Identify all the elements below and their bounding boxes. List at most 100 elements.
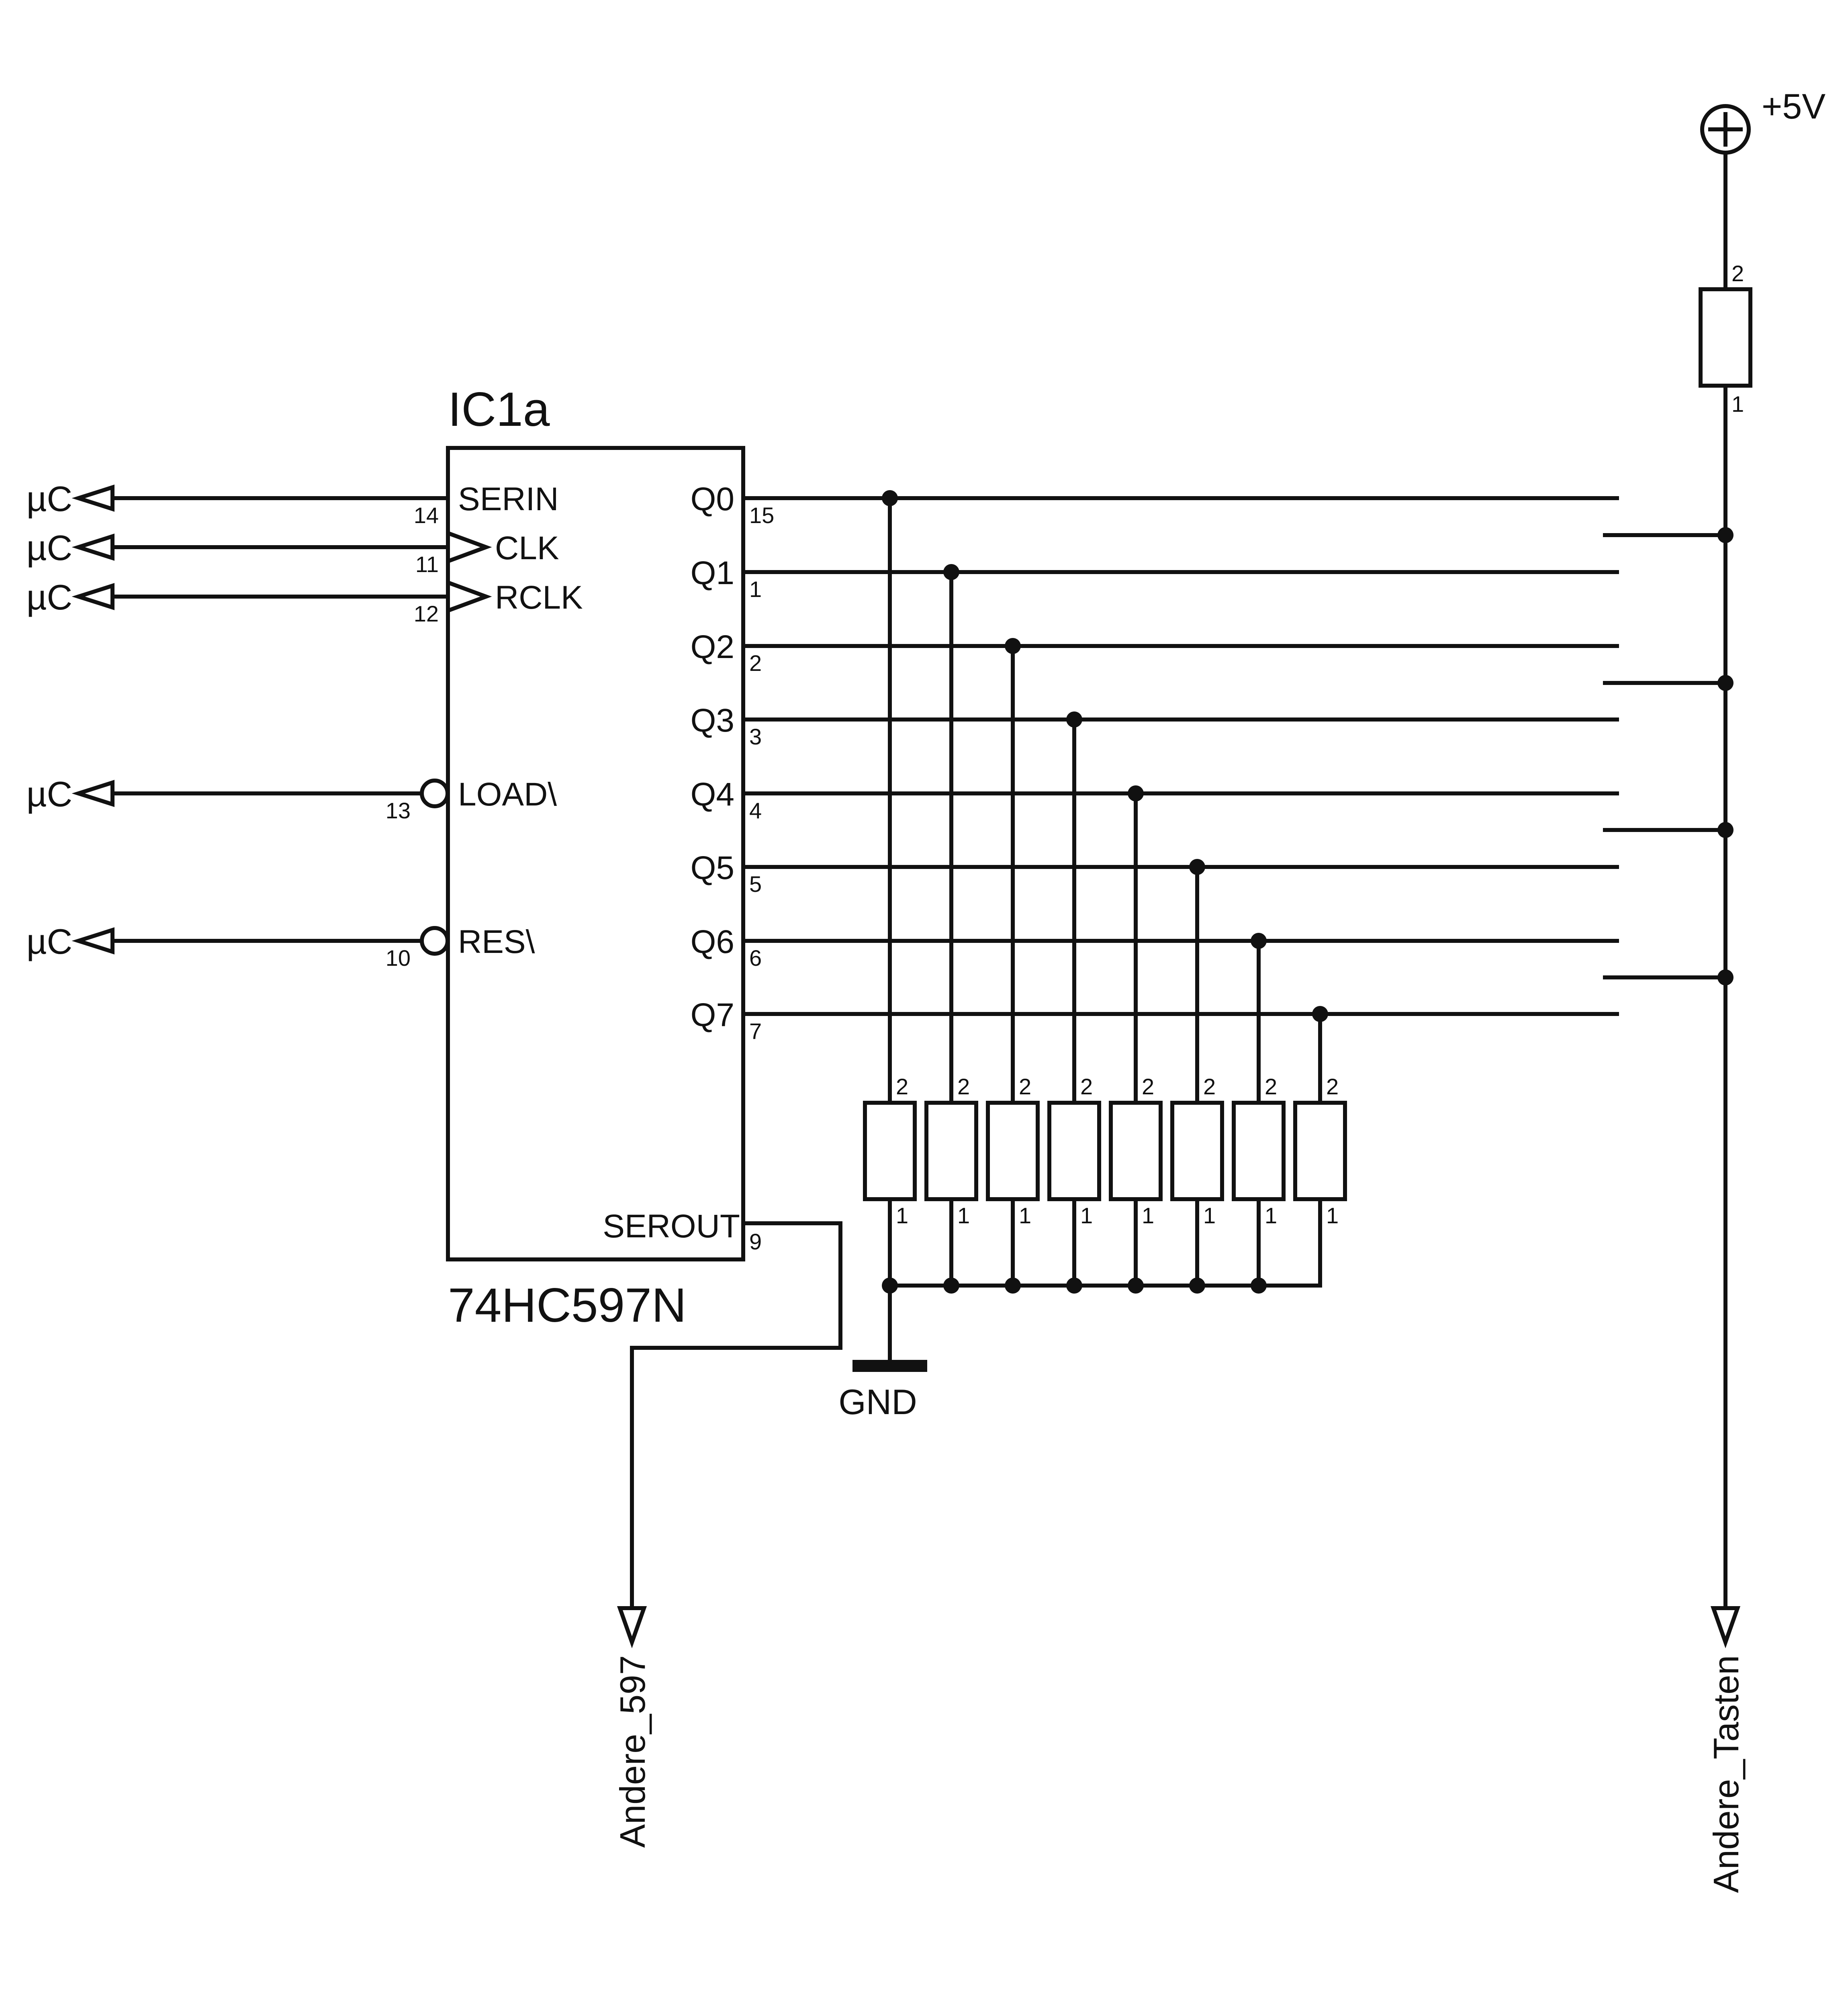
- output-q5: Q5 5: [691, 850, 1619, 897]
- resistor-pin-bottom: 1: [896, 1203, 908, 1228]
- junction-dot: [1005, 638, 1021, 654]
- pin-num-res: 10: [386, 945, 411, 971]
- pin-label-res: RES\: [458, 924, 535, 960]
- output-num: 7: [749, 1018, 762, 1044]
- resistor-body: [986, 1101, 1040, 1201]
- clock-symbol-clk: [447, 531, 492, 563]
- pullup-resistor-body: [1699, 287, 1752, 388]
- pulldown-r7: 2 1: [1232, 933, 1286, 1294]
- resistor-pin-top: 2: [896, 1074, 908, 1099]
- port-label-serin: µC: [27, 479, 72, 519]
- pin-label-rclk: RCLK: [495, 579, 583, 616]
- pullup-pin-bottom: 1: [1731, 391, 1744, 417]
- pulldown-r8: 2 1: [1293, 1006, 1347, 1288]
- resistor-pin-bottom: 1: [1203, 1203, 1216, 1228]
- junction-dot: [1717, 822, 1734, 838]
- junction-dot: [1717, 527, 1734, 543]
- output-label: Q3: [691, 702, 734, 739]
- junction-dot: [943, 564, 959, 580]
- ic-part: 74HC597N: [448, 1278, 687, 1332]
- pulldown-r1: 2 1: [863, 490, 917, 1294]
- port-arrow-load: [72, 780, 114, 807]
- resistor-pin-top: 2: [1203, 1074, 1216, 1099]
- clock-symbol-rclk: [447, 581, 492, 613]
- port-label-rclk: µC: [27, 577, 72, 617]
- resistor-pin-top: 2: [1265, 1074, 1277, 1099]
- output-num: 6: [749, 945, 762, 971]
- resistor-pin-top: 2: [1019, 1074, 1031, 1099]
- output-num: 15: [749, 503, 774, 528]
- junction-dot: [1717, 675, 1734, 691]
- resistor-pin-top: 2: [1080, 1074, 1093, 1099]
- pin-label-serin: SERIN: [458, 481, 559, 517]
- output-label: Q2: [691, 629, 734, 665]
- port-label-andere-597: Andere_597: [613, 1655, 652, 1848]
- output-q0: Q0 15: [691, 481, 1619, 528]
- pulldown-r2: 2 1: [924, 564, 978, 1294]
- pin-label-clk: CLK: [495, 530, 559, 566]
- junction-dot: [1717, 969, 1734, 985]
- port-arrow-rclk: [72, 583, 114, 610]
- pin-num-load: 13: [386, 798, 411, 823]
- inversion-bubble-res: [420, 926, 450, 956]
- resistor-body: [1109, 1101, 1163, 1201]
- pullup-pin-top: 2: [1731, 261, 1744, 286]
- power-label: +5V: [1762, 86, 1826, 126]
- output-label: Q5: [691, 850, 734, 886]
- output-num: 4: [749, 798, 762, 823]
- junction-dot: [1128, 785, 1144, 801]
- resistor-body: [1232, 1101, 1286, 1201]
- junction-dot: [1189, 859, 1205, 875]
- port-label-clk: µC: [27, 528, 72, 568]
- junction-dot: [1312, 1006, 1328, 1022]
- resistor-body: [1047, 1101, 1101, 1201]
- output-q7: Q7 7: [691, 997, 1619, 1044]
- pin-num-serin: 14: [414, 503, 439, 528]
- output-num: 1: [749, 576, 762, 602]
- pulldown-r6: 2 1: [1170, 859, 1224, 1294]
- port-label-andere-tasten: Andere_Tasten: [1706, 1655, 1746, 1893]
- output-q1: Q1 1: [691, 555, 1619, 602]
- junction-dot: [882, 490, 898, 506]
- output-label: Q1: [691, 555, 734, 591]
- resistor-pin-bottom: 1: [1080, 1203, 1093, 1228]
- resistor-body: [1293, 1101, 1347, 1201]
- serout-label: SEROUT: [603, 1208, 740, 1245]
- output-q3: Q3 3: [691, 702, 1619, 749]
- output-num: 2: [749, 650, 762, 676]
- output-label: Q4: [691, 776, 734, 813]
- resistor-pin-top: 2: [1326, 1074, 1339, 1099]
- port-arrow-serin: [72, 484, 114, 512]
- output-q6: Q6 6: [691, 924, 1619, 971]
- resistor-body: [1170, 1101, 1224, 1201]
- resistor-pin-bottom: 1: [1326, 1203, 1339, 1228]
- output-q2: Q2 2: [691, 629, 1619, 676]
- serout-wire: [630, 1221, 842, 1610]
- port-arrow-clk: [72, 534, 114, 561]
- output-label: Q7: [691, 997, 734, 1033]
- pulldown-r5: 2 1: [1109, 785, 1163, 1294]
- resistor-pin-bottom: 1: [957, 1203, 970, 1228]
- ic-name: IC1a: [448, 382, 550, 436]
- output-label: Q6: [691, 924, 734, 960]
- resistor-body: [924, 1101, 978, 1201]
- ground-label: GND: [838, 1382, 917, 1422]
- pulldown-r4: 2 1: [1047, 711, 1101, 1294]
- pin-num-rclk: 12: [414, 601, 439, 626]
- port-arrow-res: [72, 927, 114, 955]
- resistor-pin-bottom: 1: [1265, 1203, 1277, 1228]
- serout-num: 9: [749, 1229, 762, 1254]
- resistor-pin-bottom: 1: [1019, 1203, 1031, 1228]
- port-arrow-andere-597: [617, 1606, 647, 1649]
- inversion-bubble-load: [420, 779, 450, 808]
- port-label-res: µC: [27, 922, 72, 961]
- resistor-body: [863, 1101, 917, 1201]
- pin-label-load: LOAD\: [458, 776, 557, 813]
- junction-dot: [1251, 933, 1267, 949]
- port-label-load: µC: [27, 774, 72, 814]
- port-arrow-andere-tasten: [1710, 1606, 1741, 1649]
- ground-symbol: [852, 1360, 927, 1372]
- resistor-pin-bottom: 1: [1142, 1203, 1154, 1228]
- output-num: 3: [749, 724, 762, 749]
